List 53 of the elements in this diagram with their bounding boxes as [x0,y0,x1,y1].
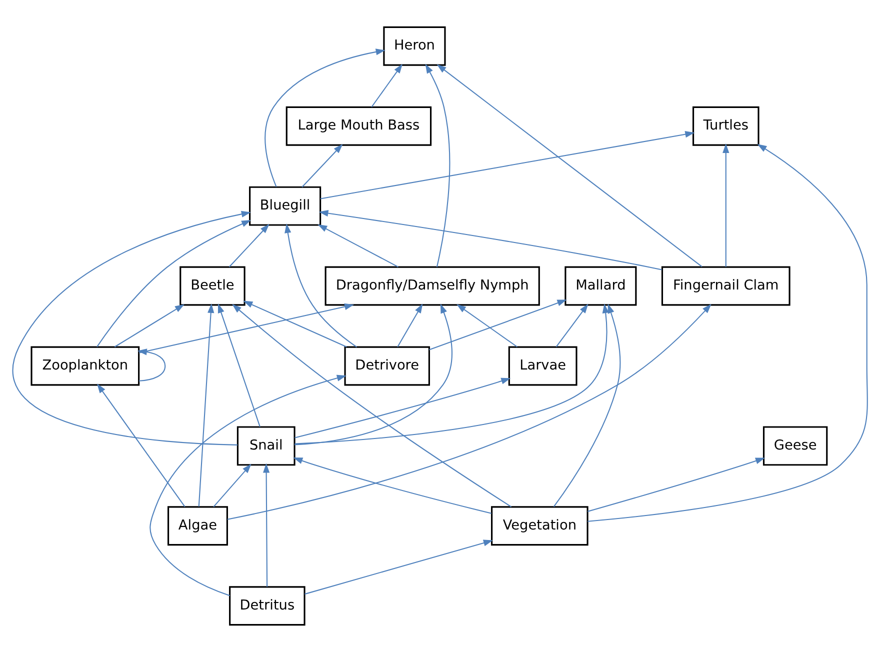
arrow [198,302,214,506]
arrow [228,223,270,267]
node-box: Heron [383,26,446,66]
node-box: Bluegill [249,186,322,226]
arrow [588,457,765,512]
arrow [302,143,343,187]
arrow [722,142,730,266]
arrow [218,302,260,426]
node-box: Geese [762,426,828,466]
arrow [294,377,511,438]
arrow [318,224,398,267]
arrow [294,303,609,444]
arrow [96,220,252,347]
arrow [150,374,346,596]
node-box: Snail [236,426,296,466]
arrow [429,299,567,350]
node-box: Zooplankton [30,346,140,386]
arrow [284,223,357,347]
arrow [264,48,386,186]
node-box: Detrivore [344,346,430,386]
arrow [227,303,712,520]
node-box: Fingernail Clam [661,266,790,306]
node-box: Mallard [564,266,637,306]
arrow [97,383,186,507]
arrow [436,64,702,267]
arrow [294,303,452,445]
arrow [213,463,252,507]
arrow [397,303,423,347]
arrow [425,63,450,267]
arrow [553,303,621,506]
arrow [137,348,166,381]
node-box: Dragonfly/Damselfly Nymph [324,266,540,306]
node-box: Algae [168,506,228,546]
arrow [114,304,184,347]
arrow [232,303,512,507]
node-box: Detritus [229,586,306,626]
arrow [318,210,662,270]
node-box: Larvae [508,346,578,386]
arrow [243,300,347,347]
arrow [456,304,518,347]
arrow [588,143,868,522]
node-box: Turtles [692,106,760,146]
arrow [138,302,354,353]
arrow [262,462,270,586]
node-box: Beetle [180,266,246,306]
node-box: Large Mouth Bass [286,106,432,146]
arrow [556,303,588,347]
node-box: Vegetation [491,506,588,546]
arrow [371,63,403,107]
arrow [304,539,493,594]
arrow [12,210,251,445]
arrow [320,130,695,199]
arrow [293,456,492,514]
